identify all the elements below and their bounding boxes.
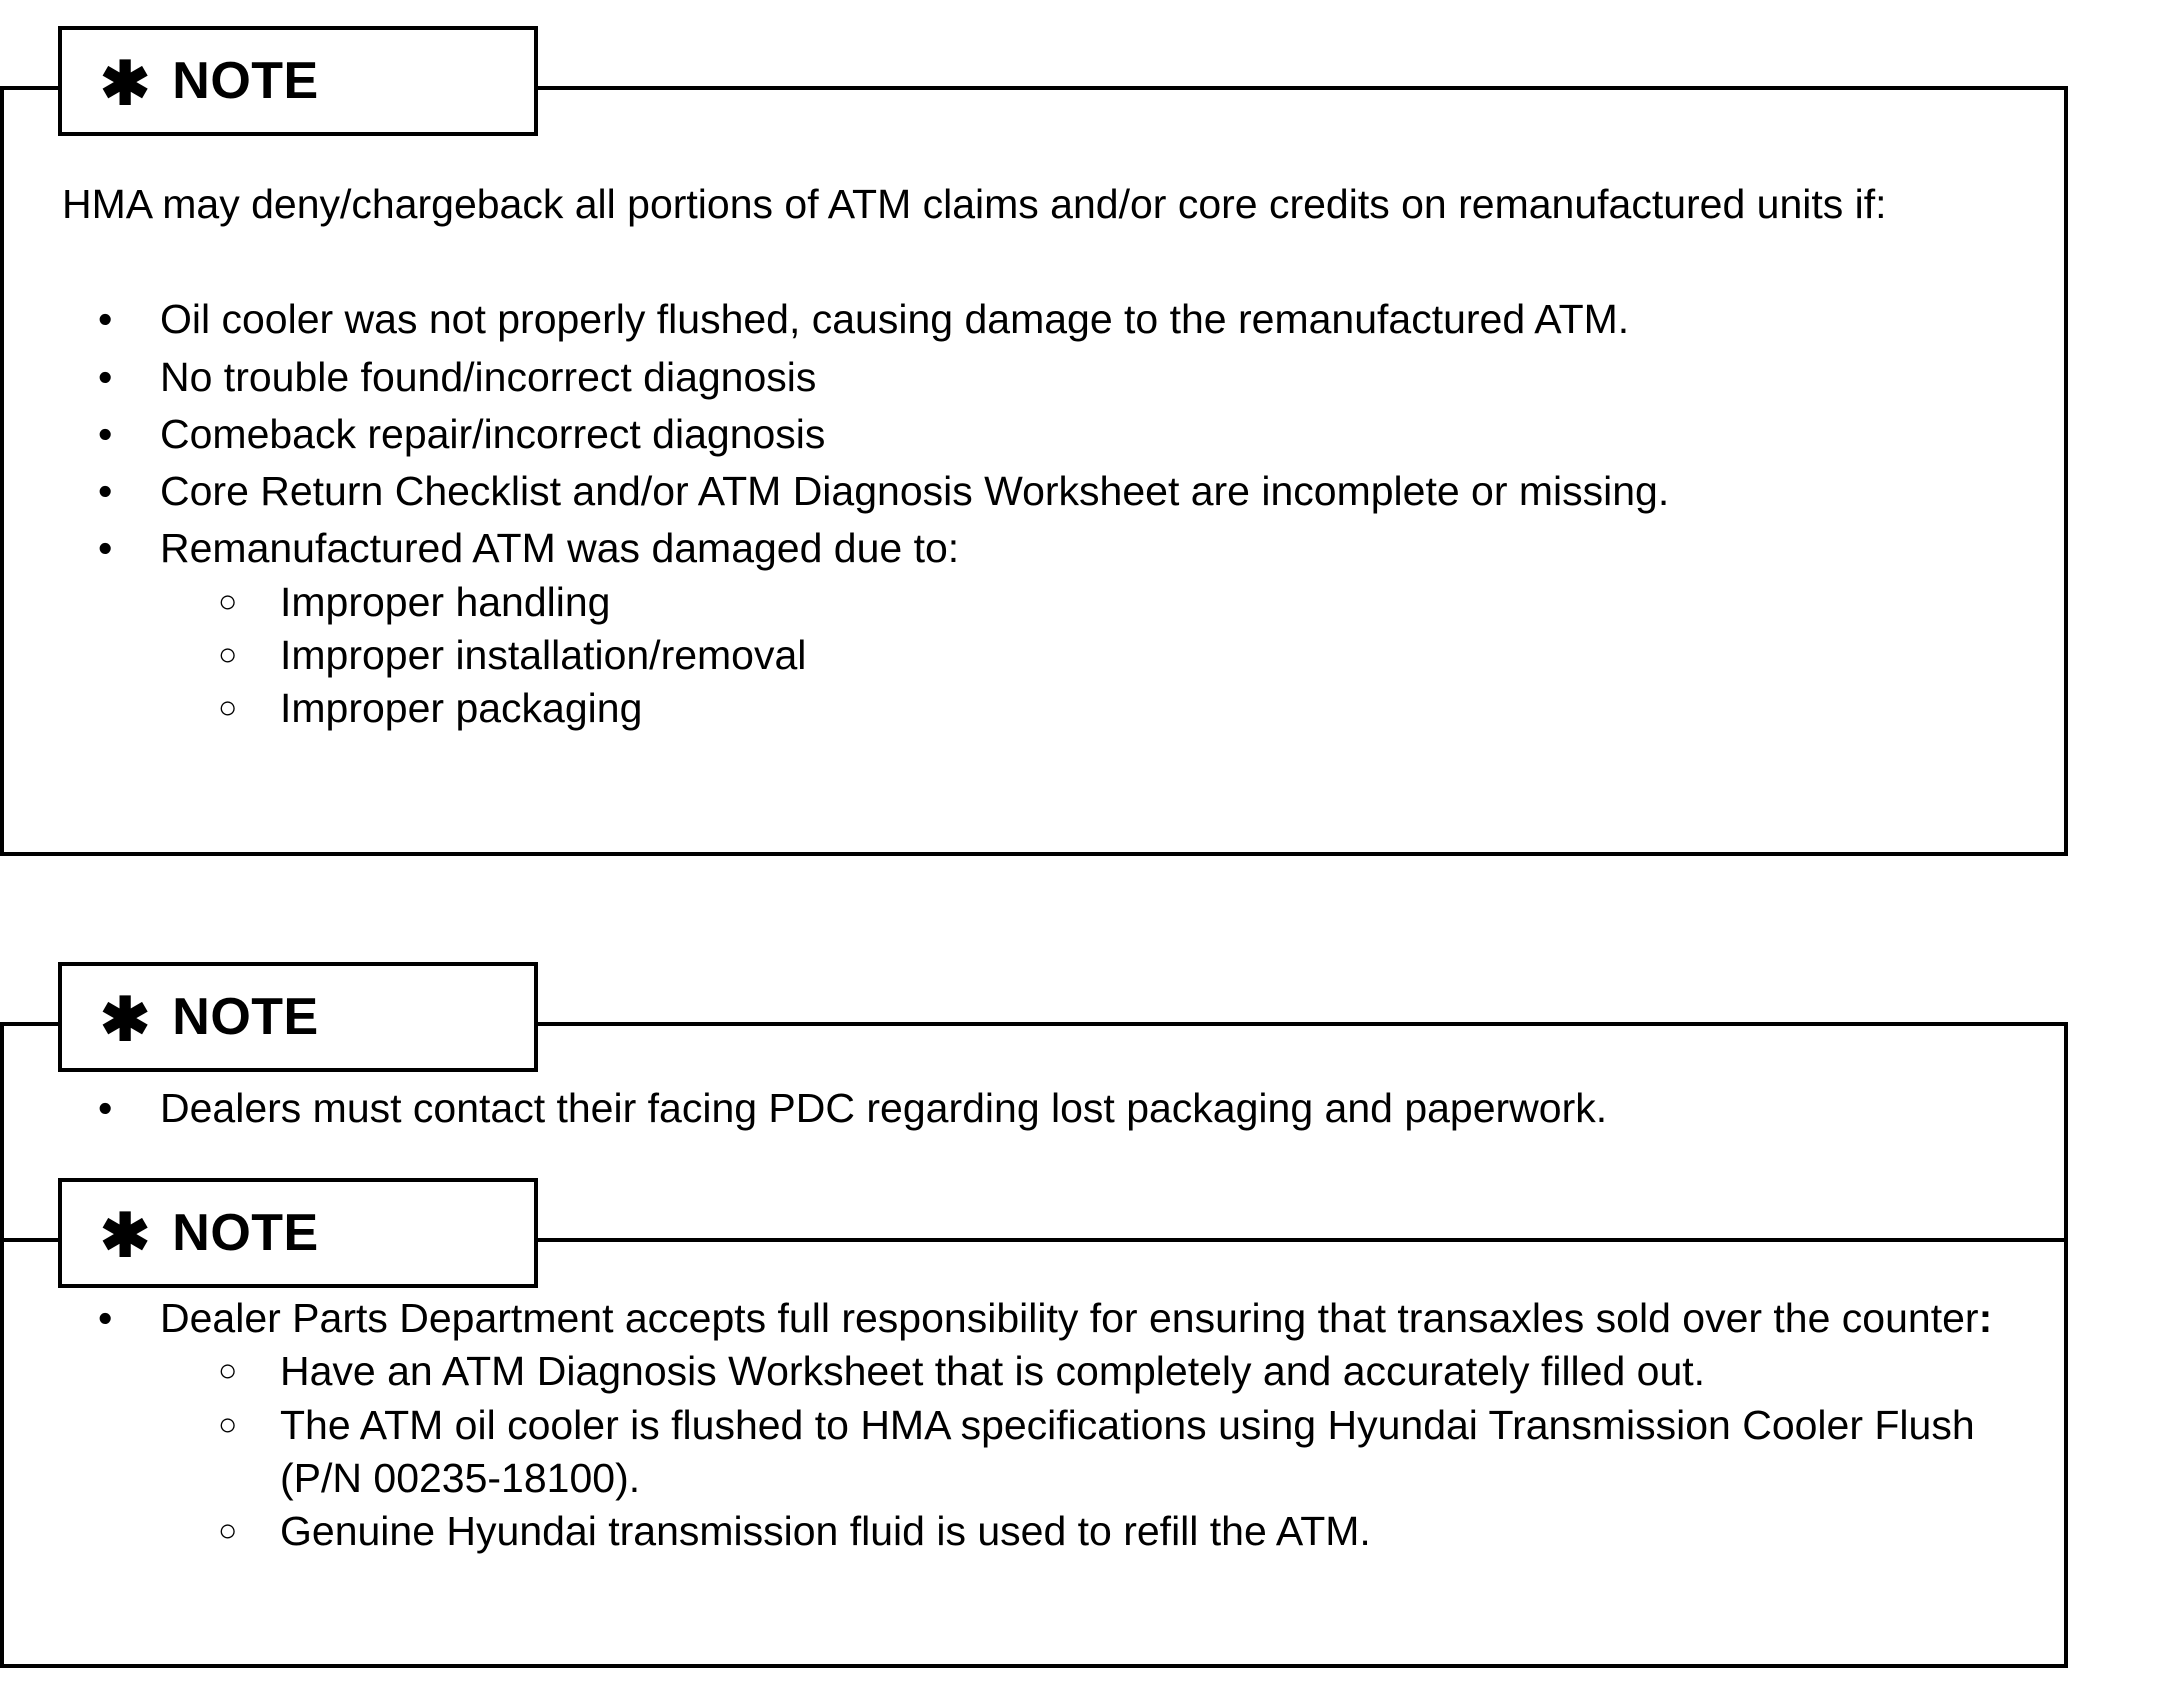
note-3-bullet-list: • Dealer Parts Department accepts full r… <box>62 1292 2042 1558</box>
list-item-text: Dealers must contact their facing PDC re… <box>160 1085 1608 1131</box>
note-2-title: NOTE <box>172 988 319 1046</box>
list-item-text-colon: : <box>1978 1295 1993 1341</box>
note-3-header: ✱ NOTE <box>58 1178 538 1288</box>
note-1-intro: HMA may deny/chargeback all portions of … <box>62 181 1887 227</box>
note-1-bullet-list: • Oil cooler was not properly flushed, c… <box>62 293 2022 735</box>
list-item-text: Improper packaging <box>280 685 643 732</box>
list-item-text: Dealer Parts Department accepts full res… <box>160 1295 1979 1341</box>
note-1-sub-list: ○ Improper handling ○ Improper installat… <box>160 576 2022 736</box>
list-item: ○ Improper packaging <box>160 682 2022 735</box>
list-item: • Comeback repair/incorrect diagnosis <box>62 408 2022 461</box>
list-item-text: The ATM oil cooler is flushed to HMA spe… <box>280 1401 1975 1501</box>
asterisk-icon: ✱ <box>100 1202 151 1269</box>
list-item-text: Comeback repair/incorrect diagnosis <box>160 410 826 457</box>
list-item: • No trouble found/incorrect diagnosis <box>62 351 2022 404</box>
list-item-text: Improper installation/removal <box>280 632 807 679</box>
note-3-content: • Dealer Parts Department accepts full r… <box>62 1292 2042 1562</box>
circle-bullet-marker: ○ <box>218 689 238 726</box>
list-item: ○ Have an ATM Diagnosis Worksheet that i… <box>160 1345 2042 1398</box>
list-item-text: Core Return Checklist and/or ATM Diagnos… <box>160 468 1670 515</box>
note-1-content: HMA may deny/chargeback all portions of … <box>62 178 2022 740</box>
note-3-title: NOTE <box>172 1204 319 1262</box>
bullet-marker: • <box>98 1085 113 1131</box>
list-item: ○ Genuine Hyundai transmission fluid is … <box>160 1505 2042 1558</box>
list-item-text: Oil cooler was not properly flushed, cau… <box>160 296 1630 343</box>
bullet-marker: • <box>98 525 113 572</box>
list-item-text: No trouble found/incorrect diagnosis <box>160 353 817 400</box>
note-1-title: NOTE <box>172 52 319 110</box>
list-item: • Remanufactured ATM was damaged due to:… <box>62 522 2022 735</box>
circle-bullet-marker: ○ <box>218 636 238 673</box>
circle-bullet-marker: ○ <box>218 1352 238 1389</box>
circle-bullet-marker: ○ <box>218 1405 238 1442</box>
asterisk-icon: ✱ <box>100 986 151 1053</box>
note-3-body-frame <box>0 1238 2068 1668</box>
note-1-header: ✱ NOTE <box>58 26 538 136</box>
list-item: ○ Improper installation/removal <box>160 629 2022 682</box>
list-item: • Oil cooler was not properly flushed, c… <box>62 293 2022 346</box>
asterisk-icon: ✱ <box>100 50 151 117</box>
bullet-marker: • <box>98 468 113 515</box>
note-2-content: • Dealers must contact their facing PDC … <box>62 1082 2022 1139</box>
list-item: • Core Return Checklist and/or ATM Diagn… <box>62 465 2022 518</box>
note-2-bullet-list: • Dealers must contact their facing PDC … <box>62 1082 2022 1135</box>
list-item-text: Improper handling <box>280 578 611 625</box>
list-item: ○ Improper handling <box>160 576 2022 629</box>
circle-bullet-marker: ○ <box>218 1512 238 1549</box>
note-2-header: ✱ NOTE <box>58 962 538 1072</box>
bullet-marker: • <box>98 1295 113 1341</box>
bullet-marker: • <box>98 296 113 343</box>
circle-bullet-marker: ○ <box>218 582 238 619</box>
list-item: • Dealers must contact their facing PDC … <box>62 1082 2022 1135</box>
note-1-body-frame <box>0 86 2068 856</box>
list-item: ○ The ATM oil cooler is flushed to HMA s… <box>160 1399 2042 1506</box>
bullet-marker: • <box>98 410 113 457</box>
bullet-marker: • <box>98 353 113 400</box>
list-item-text: Genuine Hyundai transmission fluid is us… <box>280 1508 1371 1555</box>
note-3-sub-list: ○ Have an ATM Diagnosis Worksheet that i… <box>160 1345 2042 1558</box>
list-item: • Dealer Parts Department accepts full r… <box>62 1292 2042 1558</box>
list-item-text: Remanufactured ATM was damaged due to: <box>160 525 960 572</box>
list-item-text: Have an ATM Diagnosis Worksheet that is … <box>280 1348 1706 1395</box>
